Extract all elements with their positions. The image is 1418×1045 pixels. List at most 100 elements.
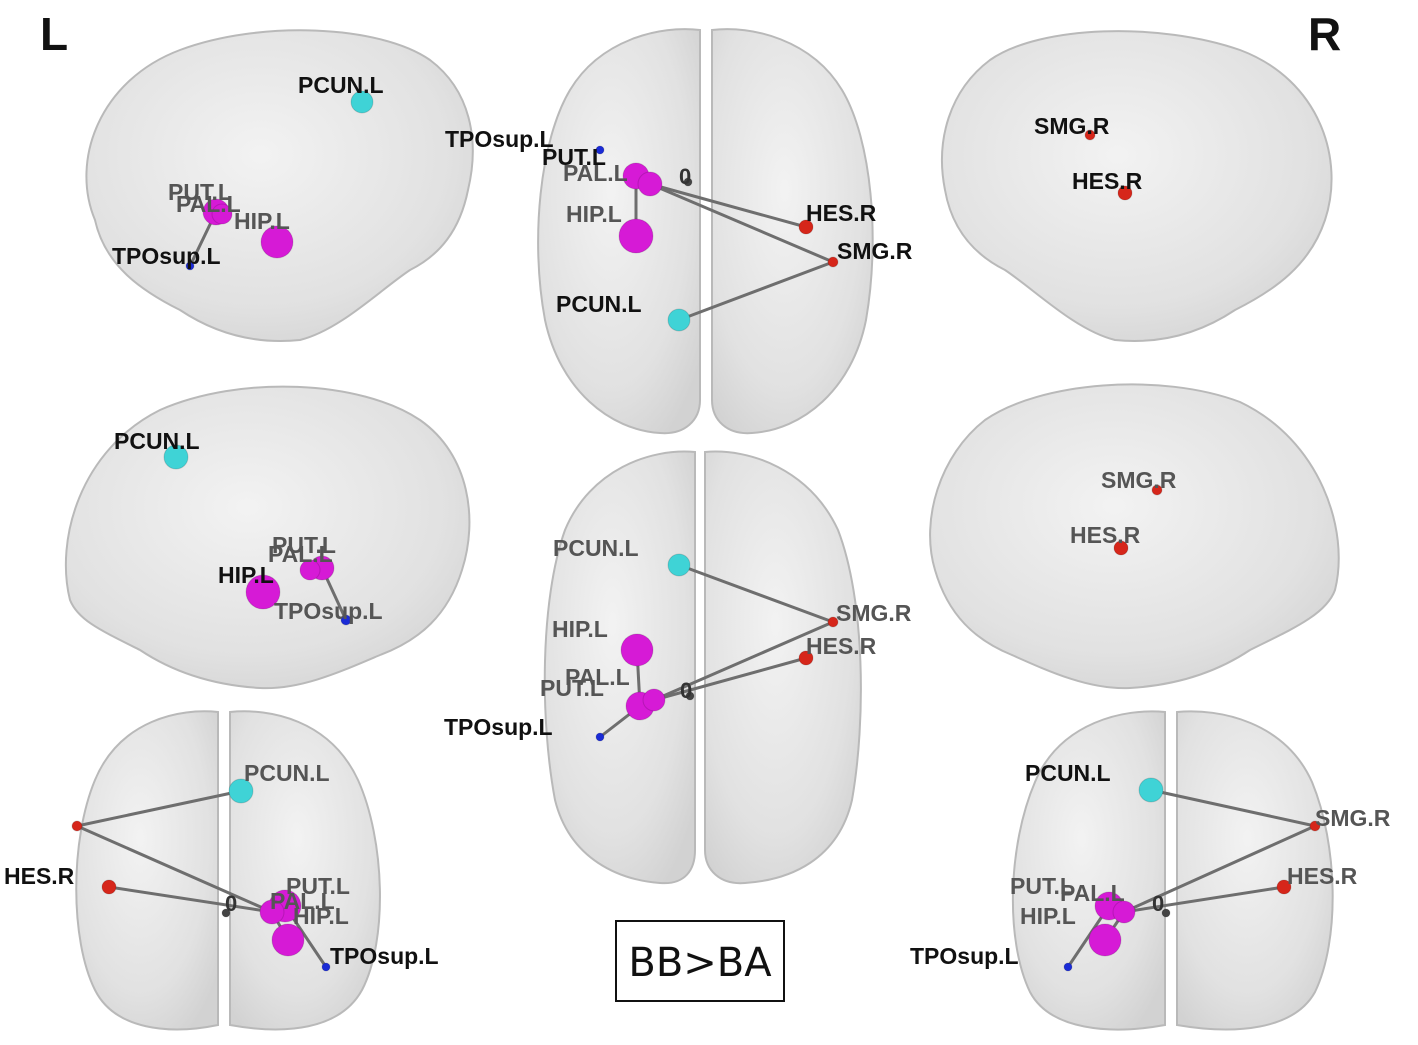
node-anterior-coronal-ZERO [1161,908,1171,918]
zero-label-top-axial: 0 [679,164,691,189]
label-bottom-axial-PUT.L: PUT.L [540,675,604,701]
edge-posterior-coronal-PCUN.L-SMG.R [75,789,243,828]
node-left-lateral-PCUN.L [350,90,374,114]
brain-surfaces [64,28,1340,1031]
edge-bottom-axial-PAL.L-SMG.R [652,620,835,702]
label-bottom-axial-HIP.L: HIP.L [552,616,608,642]
label-bottom-axial-HES.R: HES.R [806,633,877,659]
label-anterior-coronal-HES.R: HES.R [1287,863,1358,889]
node-anterior-coronal-PCUN.L [1138,777,1164,803]
label-anterior-coronal-SMG.R: SMG.R [1315,805,1391,831]
node-posterior-coronal-SMG.R [71,820,83,832]
roi-nodes [71,90,1321,972]
node-left-lateral-PAL.L [211,203,233,225]
node-posterior-coronal-PCUN.L [228,778,254,804]
label-anterior-coronal-PCUN.L: PCUN.L [1025,760,1111,786]
brain-posterior-coronal-right-hemi [229,710,381,1031]
label-left-medial-PCUN.L: PCUN.L [114,428,200,454]
node-anterior-coronal-PAL.L [1112,900,1136,924]
node-right-medial-HES.R [1113,540,1129,556]
label-anterior-coronal-TPOsup.L: TPOsup.L [910,943,1019,969]
brain-anterior-coronal-right-hemi [1176,710,1334,1031]
label-right-lateral-HES.R: HES.R [1072,168,1143,194]
node-anterior-coronal-TPOsup.L [1063,962,1073,972]
brain-bottom-axial-right-hemi [704,450,862,885]
edge-top-axial-PAL.L-SMG.R [648,182,835,264]
brain-anterior-coronal-left-hemi [1011,710,1166,1031]
node-bottom-axial-SMG.R [827,616,839,628]
node-top-axial-HES.R [798,219,814,235]
node-bottom-axial-HES.R [798,650,814,666]
node-left-medial-PAL.L [299,559,321,581]
node-top-axial-SMG.R [827,256,839,268]
label-bottom-axial-PAL.L: PAL.L [565,664,630,690]
left-hemisphere-label: L [40,8,68,60]
brain-top-axial-left-hemi [537,28,701,435]
node-posterior-coronal-TPOsup.L [321,962,331,972]
node-left-lateral-HIP.L [260,225,294,259]
brain-posterior-coronal-left-hemi [75,710,219,1031]
label-left-medial-PAL.L: PAL.L [268,541,333,567]
node-top-axial-TPOsup.L [595,145,605,155]
label-top-axial-TPOsup.L: TPOsup.L [445,126,554,152]
node-top-axial-PAL.L [637,171,663,197]
label-posterior-coronal-PAL.L: PAL.L [270,888,335,914]
edge-posterior-coronal-SMG.R-PAL.L [75,824,274,914]
label-top-axial-HES.R: HES.R [806,200,877,226]
label-top-axial-PCUN.L: PCUN.L [556,291,642,317]
node-right-medial-SMG.R [1151,484,1163,496]
edge-anterior-coronal-HES.R-PAL.L [1122,885,1286,914]
label-left-lateral-TPOsup.L: TPOsup.L [112,243,221,269]
zero-label-bottom-axial: 0 [680,678,692,703]
node-posterior-coronal-ZERO [221,908,231,918]
label-right-medial-SMG.R: SMG.R [1101,467,1177,493]
node-top-axial-PCUN.L [667,308,691,332]
edge-anterior-coronal-PCUN.L-SMG.R [1149,788,1317,828]
label-bottom-axial-PCUN.L: PCUN.L [553,535,639,561]
label-left-lateral-PAL.L: PAL.L [176,191,241,217]
node-top-axial-ZERO [683,177,693,187]
edge-bottom-axial-PAL.L-HES.R [652,656,808,702]
brain-top-axial-right-hemi [711,28,874,435]
node-posterior-coronal-PAL.L [259,899,285,925]
label-left-lateral-PCUN.L: PCUN.L [298,72,384,98]
edge-bottom-axial-PCUN.L-SMG.R [677,563,835,624]
node-right-lateral-HES.R [1117,185,1133,201]
right-hemisphere-label: R [1308,8,1341,60]
node-posterior-coronal-HES.R [101,879,117,895]
label-left-lateral-PUT.L: PUT.L [168,179,232,205]
edge-top-axial-PAL.L-HES.R [648,182,808,229]
label-posterior-coronal-HIP.L: HIP.L [293,903,349,929]
label-left-medial-PUT.L: PUT.L [272,532,336,558]
label-right-lateral-SMG.R: SMG.R [1034,113,1110,139]
node-posterior-coronal-HIP.L [271,923,305,957]
label-bottom-axial-TPOsup.L: TPOsup.L [444,714,553,740]
label-posterior-coronal-TPOsup.L: TPOsup.L [330,943,439,969]
contrast-label: BB>BA [628,940,772,986]
node-bottom-axial-TPOsup.L [595,732,605,742]
node-left-medial-TPOsup.L [340,614,352,626]
node-left-medial-HIP.L [245,574,281,610]
edge-top-axial-PCUN.L-SMG.R [677,260,835,322]
node-anterior-coronal-HES.R [1276,879,1292,895]
label-posterior-coronal-PUT.L: PUT.L [286,873,350,899]
label-left-lateral-HIP.L: HIP.L [234,208,290,234]
brain-right-medial [929,383,1340,690]
label-top-axial-HIP.L: HIP.L [566,201,622,227]
brain-bottom-axial-left-hemi [543,450,696,885]
label-left-medial-HIP.L: HIP.L [218,562,274,588]
edge-anterior-coronal-SMG.R-PAL.L [1122,824,1317,914]
node-anterior-coronal-HIP.L [1088,923,1122,957]
label-anterior-coronal-PAL.L: PAL.L [1060,880,1125,906]
node-right-lateral-SMG.R [1084,129,1096,141]
label-posterior-coronal-PCUN.L: PCUN.L [244,760,330,786]
label-right-medial-HES.R: HES.R [1070,522,1141,548]
node-top-axial-HIP.L [618,218,654,254]
roi-labels: PCUN.LPUT.LPAL.LHIP.LTPOsup.LTPOsup.LPUT… [4,72,1391,969]
label-bottom-axial-SMG.R: SMG.R [836,600,912,626]
connection-edges [75,174,1317,969]
label-top-axial-PAL.L: PAL.L [563,160,628,186]
label-top-axial-SMG.R: SMG.R [837,238,913,264]
node-bottom-axial-ZERO [685,691,695,701]
